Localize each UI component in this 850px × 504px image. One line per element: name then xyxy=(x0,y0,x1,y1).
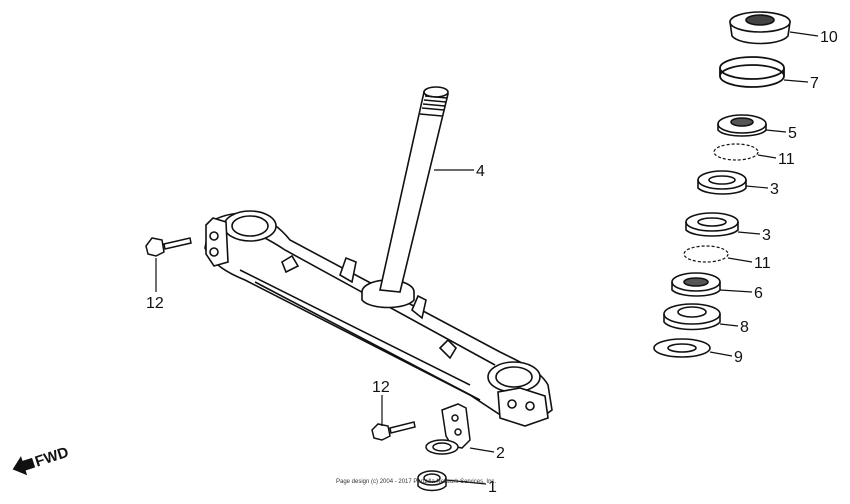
part-11-balls-lower xyxy=(683,245,729,263)
callout-9: 9 xyxy=(734,349,743,366)
part-10-top-nut xyxy=(729,11,791,45)
callout-6: 6 xyxy=(754,285,763,302)
part-8-dust-seal xyxy=(663,303,721,331)
callout-2: 2 xyxy=(496,445,505,462)
callout-11-lower: 11 xyxy=(754,255,771,272)
part-5-race xyxy=(717,114,767,137)
bottom-bridge xyxy=(204,210,553,427)
steering-stem-shaft xyxy=(379,86,449,293)
bracket-2 xyxy=(425,403,471,455)
part-3-race-upper xyxy=(697,170,747,195)
callout-12-left: 12 xyxy=(146,295,164,312)
callout-11-upper: 11 xyxy=(778,151,795,168)
copyright-text: Page design (c) 2004 - 2017 Partzilla Ne… xyxy=(336,479,496,485)
callout-labels: 10 7 5 11 3 3 11 6 8 9 4 12 12 2 1 xyxy=(146,29,838,496)
callout-5: 5 xyxy=(788,125,797,142)
callout-1: 1 xyxy=(488,479,497,496)
part-9-washer xyxy=(653,338,711,358)
part-11-balls-upper xyxy=(713,143,759,161)
fwd-arrow-icon xyxy=(12,456,36,476)
forward-direction-indicator: FWD xyxy=(12,444,71,476)
bolt-12-lower xyxy=(371,421,416,441)
part-3-race-lower xyxy=(685,212,739,237)
leader-lines xyxy=(155,31,819,485)
callout-10: 10 xyxy=(820,29,838,46)
bolt-12-left xyxy=(145,237,192,257)
callout-3-lower: 3 xyxy=(762,227,771,244)
callout-7: 7 xyxy=(810,75,819,92)
nut-1 xyxy=(417,470,447,492)
callout-4: 4 xyxy=(476,163,485,180)
callout-8: 8 xyxy=(740,319,749,336)
callout-3-upper: 3 xyxy=(770,181,779,198)
callout-12-lower: 12 xyxy=(372,379,390,396)
part-6-race xyxy=(671,272,721,297)
fwd-label: FWD xyxy=(33,444,71,471)
part-7-ring xyxy=(719,56,785,88)
